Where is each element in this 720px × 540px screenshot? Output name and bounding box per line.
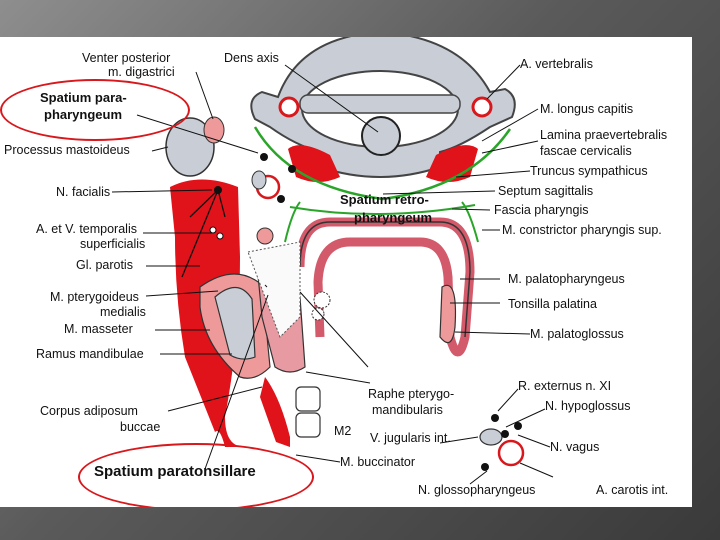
label-spatium-para: Spatium para- bbox=[40, 90, 127, 105]
label-spatium-retro: Spatium retro- bbox=[340, 192, 429, 207]
leader-lines-right bbox=[284, 64, 554, 485]
label-a-vertebralis: A. vertebralis bbox=[520, 57, 593, 71]
highlight-spatium-paratonsillare bbox=[78, 443, 314, 507]
highlight-spatium-parapharyngeum bbox=[0, 79, 190, 141]
digastric-venter bbox=[203, 116, 225, 144]
label-masseter: M. masseter bbox=[64, 322, 133, 336]
label-venter-posterior: Venter posterior bbox=[82, 51, 171, 65]
label-dens-axis: Dens axis bbox=[224, 51, 279, 65]
prevertebral-fascia bbox=[253, 126, 512, 201]
diagram-slide: Venter posterior m. digastrici Spatium p… bbox=[0, 37, 692, 507]
label-fascia-pharyngis: Fascia pharyngis bbox=[494, 203, 589, 217]
molar-upper bbox=[295, 386, 321, 412]
molar-lower bbox=[295, 412, 321, 438]
label-buccinator: M. buccinator bbox=[340, 455, 416, 469]
label-buccae: buccae bbox=[120, 420, 161, 434]
label-fascae-cervicalis: fascae cervicalis bbox=[540, 144, 632, 158]
label-pharyngeum: pharyngeum bbox=[44, 107, 123, 122]
dens-axis-shape bbox=[361, 116, 401, 156]
tonsil-right bbox=[439, 284, 457, 344]
anatomy-drawing bbox=[111, 37, 554, 485]
label-retro-pharyngeum: pharyngeum bbox=[354, 210, 433, 225]
label-carotis: A. carotis int. bbox=[596, 483, 669, 497]
label-ramus-mandibulae: Ramus mandibulae bbox=[36, 347, 144, 361]
label-pterygoideus: M. pterygoideus bbox=[50, 290, 139, 304]
label-mandibularis: mandibularis bbox=[372, 403, 443, 417]
label-corpus-adiposum: Corpus adiposum bbox=[40, 404, 138, 418]
label-tonsilla-palatina: Tonsilla palatina bbox=[508, 297, 597, 311]
label-spatium-paratonsillare: Spatium paratonsillare bbox=[94, 463, 256, 480]
vertebral-artery-right bbox=[471, 96, 493, 118]
label-hypoglossus: N. hypoglossus bbox=[545, 399, 631, 413]
label-constrictor: M. constrictor pharyngis sup. bbox=[502, 223, 662, 237]
vertebral-artery-left bbox=[278, 96, 300, 118]
label-lamina-praevertebralis: Lamina praevertebralis bbox=[540, 128, 668, 142]
label-n-facialis: N. facialis bbox=[56, 185, 111, 199]
label-palatopharyngeus: M. palatopharyngeus bbox=[508, 272, 625, 286]
label-truncus-sympathicus: Truncus sympathicus bbox=[530, 164, 648, 178]
ramus-mandibulae-shape bbox=[214, 286, 256, 360]
label-superficialis: superficialis bbox=[80, 237, 146, 251]
label-longus-capitis: M. longus capitis bbox=[540, 102, 634, 116]
label-processus-mastoideus: Processus mastoideus bbox=[4, 143, 130, 157]
label-septum-sagittalis: Septum sagittalis bbox=[498, 184, 594, 198]
carotid-right bbox=[497, 439, 525, 467]
label-ramus-externus: R. externus n. XI bbox=[518, 379, 612, 393]
label-medialis: medialis bbox=[100, 305, 146, 319]
label-palatoglossus: M. palatoglossus bbox=[530, 327, 624, 341]
buccinator-left bbox=[260, 377, 290, 447]
label-raphe: Raphe pterygo- bbox=[368, 387, 455, 401]
paratonsillar-space-shape bbox=[247, 241, 301, 338]
label-vagus: N. vagus bbox=[550, 440, 600, 454]
label-temporalis: A. et V. temporalis bbox=[36, 222, 137, 236]
leader-lines-left bbox=[111, 71, 269, 470]
jugular-vein bbox=[479, 428, 503, 446]
label-m2: M2 bbox=[334, 424, 352, 438]
label-gl-parotis: Gl. parotis bbox=[76, 258, 133, 272]
temporal-vessels bbox=[256, 227, 274, 245]
label-jugularis: V. jugularis int. bbox=[370, 431, 451, 445]
label-glossopharyngeus: N. glossopharyngeus bbox=[418, 483, 536, 497]
label-m-digastrici: m. digastrici bbox=[108, 65, 175, 79]
